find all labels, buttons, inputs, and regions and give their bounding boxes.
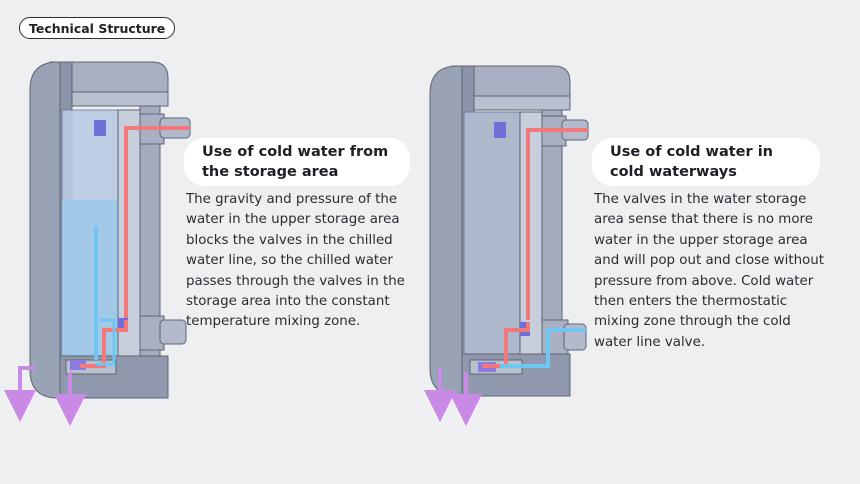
valve-icon xyxy=(94,120,106,136)
panel-title-right: Use of cold water in cold waterways xyxy=(592,138,820,186)
panel-description-right: The valves in the water storage area sen… xyxy=(594,192,824,350)
section-tag: Technical Structure xyxy=(19,17,176,39)
right-device-cutaway xyxy=(424,65,589,426)
panel-title-left: Use of cold water from the storage area xyxy=(184,138,410,186)
left-device-cutaway xyxy=(4,61,191,426)
panel-description-left: The gravity and pressure of the water in… xyxy=(186,192,405,330)
